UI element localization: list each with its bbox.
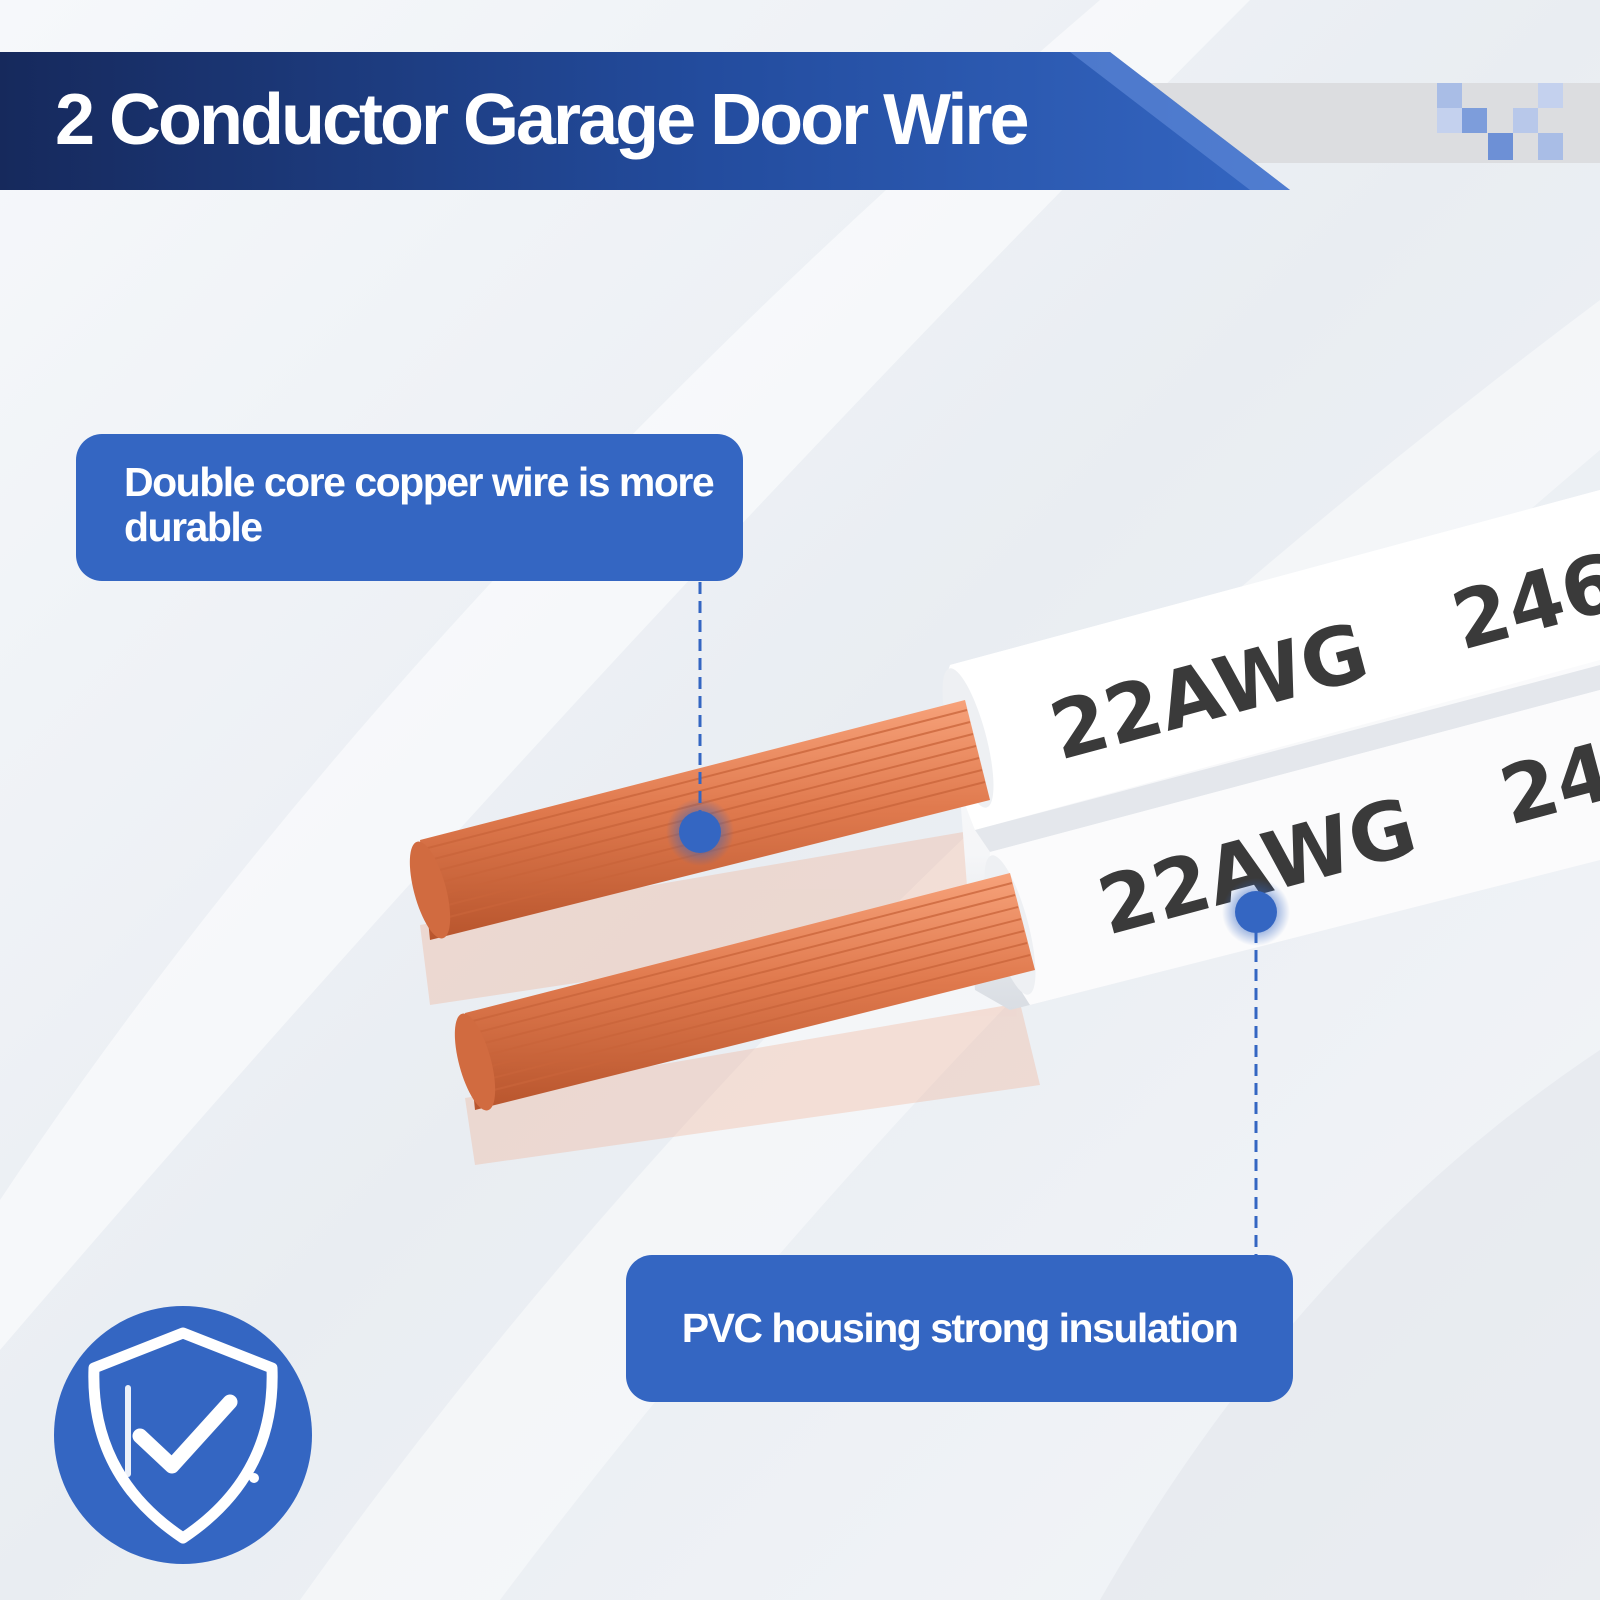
copper-leader [666, 582, 734, 866]
copper-reflection [420, 830, 1040, 1165]
shield-check-icon [54, 1306, 312, 1564]
pvc-marker-dot [1235, 891, 1277, 933]
copper-core-callout: Double core copper wire is more durable [76, 434, 743, 581]
pvc-leader [1222, 878, 1290, 1255]
pvc-insulation-callout: PVC housing strong insulation [626, 1255, 1293, 1402]
title-banner [0, 52, 1600, 190]
pixel-decoration [1437, 83, 1563, 160]
copper-marker-dot [679, 811, 721, 853]
copper-core-lower [454, 873, 1035, 1111]
page-title: 2 Conductor Garage Door Wire [55, 80, 1029, 160]
